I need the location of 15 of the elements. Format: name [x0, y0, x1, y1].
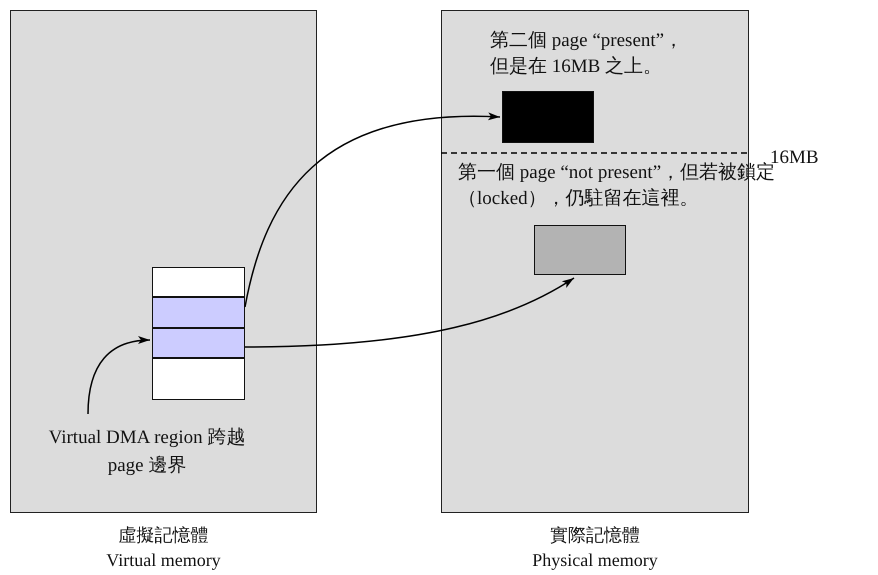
arrow [87, 336, 150, 414]
note-text: 第二個 page “present”，但是在 16MB 之上。 [490, 29, 684, 79]
page-block [152, 328, 245, 358]
page-block [152, 358, 245, 400]
page-block [152, 267, 245, 297]
page-block [152, 297, 245, 328]
arrow [244, 277, 574, 348]
arrow [244, 112, 500, 308]
page-block [502, 91, 594, 143]
panel-caption: 實際記憶體 [550, 524, 640, 547]
annotation-text: Virtual DMA region 跨越 page 邊界 [32, 424, 262, 484]
page-block [534, 225, 626, 275]
panel-caption: Virtual memory [106, 549, 221, 572]
panel-caption: 虛擬記憶體 [118, 524, 208, 547]
panel-caption: Physical memory [532, 549, 658, 572]
